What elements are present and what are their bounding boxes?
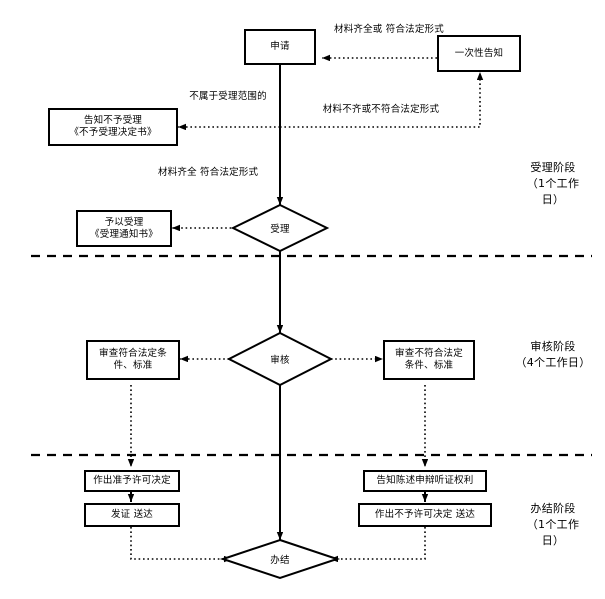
diamond-review-label: 审核 — [270, 355, 290, 366]
edge-label-materials-complete: 材料齐全 符合法定形式 — [158, 167, 258, 179]
node-notify-reject-accept-line2: 《不予受理决定书》 — [69, 127, 157, 138]
edge-label-mcl-line1: 材料齐全或 — [334, 24, 383, 35]
edge-label-mc-line1: 材料齐全 — [158, 167, 197, 178]
node-decide-no-permit-label: 作出不予许可决定 送达 — [374, 509, 476, 521]
node-one-time-notice-label: 一次性告知 — [454, 47, 504, 59]
diamond-accept-label: 受理 — [270, 224, 290, 235]
edge-incomplete-to-notice — [280, 72, 484, 128]
node-review-pass[interactable]: 审查符合法定条 件、标准 — [86, 340, 180, 380]
node-apply-label: 申请 — [270, 41, 290, 53]
node-review-fail-line2: 条件、标准 — [404, 360, 454, 371]
node-decide-permit[interactable]: 作出准予许可决定 — [84, 470, 180, 492]
stage-label-review: 审核阶段 （4个工作日） — [503, 339, 603, 371]
edge-label-materials-complete-or-legal: 材料齐全或 符合法定形式 — [334, 24, 444, 36]
stage-label-acceptance: 受理阶段 （1个工作 日） — [505, 160, 601, 208]
edge-label-mc-line2: 符合法定形式 — [200, 167, 259, 178]
node-notify-rights[interactable]: 告知陈述申辩听证权利 — [363, 470, 487, 492]
node-one-time-notice[interactable]: 一次性告知 — [437, 35, 521, 72]
node-notify-reject-accept[interactable]: 告知不予受理 《不予受理决定书》 — [48, 108, 178, 146]
stage-label-completion: 办结阶段 （1个工作 日） — [505, 501, 601, 549]
edge-label-mcl-line2: 符合法定形式 — [385, 24, 444, 35]
edge-label-materials-incomplete: 材料不齐或不符合法定形式 — [322, 104, 440, 115]
node-issue-deliver[interactable]: 发证 送达 — [84, 503, 180, 527]
diamond-complete-label: 办结 — [270, 555, 290, 566]
node-grant-accept[interactable]: 予以受理 《受理通知书》 — [76, 210, 172, 247]
edge-issue-to-complete — [130, 527, 232, 563]
stage-completion-line1: 办结阶段 — [530, 502, 576, 515]
node-grant-accept-line1: 予以受理 — [104, 216, 144, 228]
edge-nopermit-to-complete — [330, 527, 426, 563]
diamond-review — [226, 331, 334, 387]
stage-acceptance-line3: 日） — [541, 192, 565, 206]
stage-acceptance-line2: （1个工作 — [526, 176, 580, 190]
node-review-pass-line1: 审查符合法定条 — [99, 348, 167, 360]
node-decide-no-permit[interactable]: 作出不予许可决定 送达 — [358, 503, 492, 527]
stage-review-line2: （4个工作日） — [515, 355, 591, 369]
stage-review-line1: 审核阶段 — [530, 340, 576, 353]
diamond-accept — [230, 203, 330, 253]
node-review-pass-line2: 件、标准 — [113, 360, 153, 371]
diamond-complete — [219, 538, 341, 580]
stage-acceptance-line1: 受理阶段 — [530, 161, 576, 174]
node-apply[interactable]: 申请 — [244, 29, 316, 65]
edge-label-not-in-scope: 不属于受理范围的 — [189, 91, 267, 102]
stage-completion-line3: 日） — [541, 533, 565, 547]
stage-completion-line2: （1个工作 — [526, 517, 580, 531]
node-issue-deliver-label: 发证 送达 — [110, 509, 154, 521]
node-review-fail[interactable]: 审查不符合法定 条件、标准 — [383, 340, 475, 380]
node-grant-accept-line2: 《受理通知书》 — [90, 228, 158, 240]
node-review-fail-line1: 审查不符合法定 — [395, 348, 463, 360]
node-decide-permit-label: 作出准予许可决定 — [93, 475, 171, 487]
node-notify-rights-label: 告知陈述申辩听证权利 — [376, 475, 474, 487]
node-notify-reject-accept-line1: 告知不予受理 — [83, 115, 143, 127]
